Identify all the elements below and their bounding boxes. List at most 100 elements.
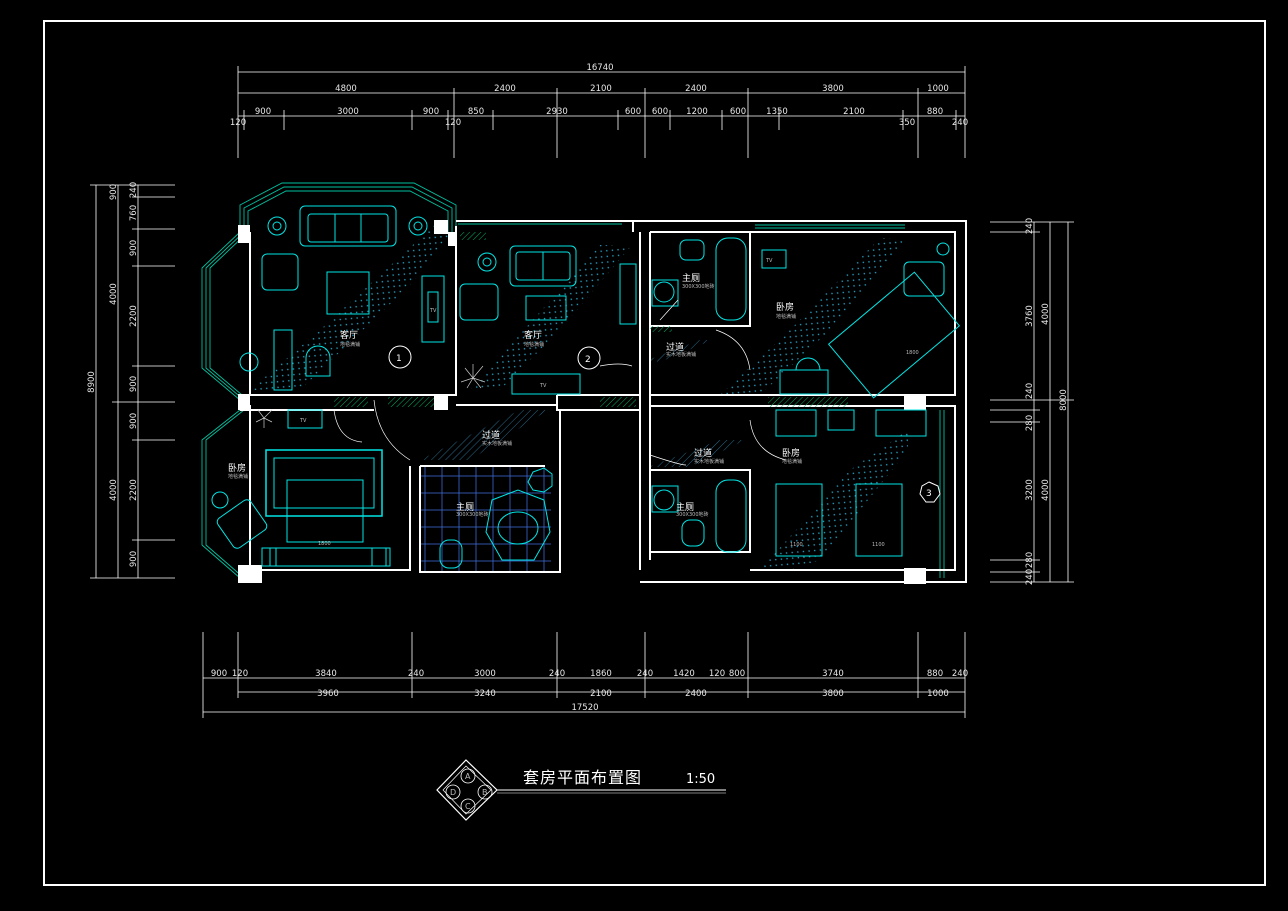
svg-text:3800: 3800 <box>822 689 844 699</box>
wall-blocks <box>238 220 926 584</box>
svg-text:240: 240 <box>1025 218 1035 234</box>
bed-size-2: 1800 <box>906 350 919 356</box>
room-bedroom-main-label: 卧房 <box>776 301 794 313</box>
svg-text:2930: 2930 <box>546 107 568 117</box>
svg-text:880: 880 <box>927 107 943 117</box>
svg-text:2200: 2200 <box>129 305 139 327</box>
drawing-scale: 1:50 <box>686 772 715 787</box>
svg-text:900: 900 <box>423 107 439 117</box>
dim-bottom-row1: 900 120 3840 240 3000 240 1860 240 1420 … <box>211 669 968 679</box>
tv-label-1: TV <box>429 308 437 314</box>
floor-finishes <box>250 220 908 572</box>
room-living1-label: 客厅 <box>340 329 358 341</box>
svg-text:4000: 4000 <box>1041 303 1051 325</box>
room-corridor1-label: 过道 <box>666 341 684 353</box>
small-labels: TV TV TV TV 1800 1800 1100 1100 1 2 3 <box>299 258 932 548</box>
svg-text:900: 900 <box>129 376 139 392</box>
svg-text:2100: 2100 <box>843 107 865 117</box>
svg-text:2100: 2100 <box>590 689 612 699</box>
title-block: A B C D 套房平面布置图 1:50 <box>436 759 726 821</box>
top-dimensions <box>237 66 966 158</box>
svg-text:240: 240 <box>952 118 968 128</box>
svg-text:1000: 1000 <box>927 84 949 94</box>
svg-text:600: 600 <box>625 107 641 117</box>
room-living2-label: 客厅 <box>524 329 542 341</box>
svg-text:实木地板满铺: 实木地板满铺 <box>666 351 696 358</box>
room-labels: 客厅 地毯满铺 客厅 地毯满铺 主厕 300X300地砖 过道 实木地板满铺 卧… <box>228 272 802 518</box>
svg-text:3200: 3200 <box>1025 479 1035 501</box>
tv-label-3: TV <box>765 258 773 264</box>
svg-text:1860: 1860 <box>590 669 612 679</box>
svg-text:3960: 3960 <box>317 689 339 699</box>
svg-text:4000: 4000 <box>109 479 119 501</box>
svg-text:3000: 3000 <box>474 669 496 679</box>
svg-text:1000: 1000 <box>927 689 949 699</box>
dim-top-row1: 4800 2400 2100 2400 3800 1000 <box>335 84 949 94</box>
wall-green-hatch <box>334 232 848 407</box>
svg-text:2200: 2200 <box>129 479 139 501</box>
svg-text:3000: 3000 <box>337 107 359 117</box>
svg-text:300X300地砖: 300X300地砖 <box>676 511 709 518</box>
bed-size-1: 1800 <box>318 541 331 547</box>
svg-text:900: 900 <box>109 184 119 200</box>
bed-size-3: 1100 <box>790 542 803 548</box>
room-bedroom-right-label: 卧房 <box>782 447 800 459</box>
room-bath-lower-label: 主厕 <box>456 501 474 513</box>
svg-text:地毯满铺: 地毯满铺 <box>782 458 802 465</box>
svg-text:240: 240 <box>637 669 653 679</box>
room-bedroom-left-label: 卧房 <box>228 462 246 474</box>
dim-left-total: 8900 <box>87 371 97 393</box>
room-master-bath-label: 主厕 <box>682 272 700 284</box>
right-dimensions <box>990 221 1074 583</box>
dim-top-total: 16740 <box>586 63 613 73</box>
svg-text:240: 240 <box>549 669 565 679</box>
bed-size-4: 1100 <box>872 542 885 548</box>
svg-text:240: 240 <box>952 669 968 679</box>
svg-text:4800: 4800 <box>335 84 357 94</box>
drawing-title: 套房平面布置图 <box>523 768 642 787</box>
svg-text:900: 900 <box>211 669 227 679</box>
sheet-border <box>43 20 1266 886</box>
svg-text:300X300地砖: 300X300地砖 <box>682 283 715 290</box>
svg-text:实木地板满铺: 实木地板满铺 <box>694 458 724 465</box>
svg-text:880: 880 <box>927 669 943 679</box>
svg-text:1350: 1350 <box>766 107 788 117</box>
svg-text:实木地板满铺: 实木地板满铺 <box>482 440 512 447</box>
dim-right-total: 8000 <box>1059 389 1069 411</box>
room-marker-1: 1 <box>396 354 402 364</box>
svg-text:300X300地砖: 300X300地砖 <box>456 511 489 518</box>
svg-text:2400: 2400 <box>685 689 707 699</box>
room-marker-2: 2 <box>585 355 591 365</box>
left-dimensions <box>90 184 175 579</box>
svg-text:地毯满铺: 地毯满铺 <box>776 313 796 320</box>
svg-text:地毯满铺: 地毯满铺 <box>228 473 248 480</box>
svg-text:900: 900 <box>129 240 139 256</box>
svg-text:地毯满铺: 地毯满铺 <box>340 341 360 348</box>
svg-text:600: 600 <box>730 107 746 117</box>
svg-text:900: 900 <box>129 551 139 567</box>
dim-bottom-total: 17520 <box>571 703 598 713</box>
compass-d: D <box>450 788 456 797</box>
svg-text:280: 280 <box>1025 415 1035 431</box>
svg-text:120: 120 <box>709 669 725 679</box>
dim-left-inner: 240 760 900 900 2200 900 900 2200 900 <box>109 182 139 567</box>
svg-text:3840: 3840 <box>315 669 337 679</box>
compass-b: B <box>482 788 488 797</box>
svg-text:350: 350 <box>899 118 915 128</box>
dim-left-mid: 4000 4000 <box>109 283 119 501</box>
svg-text:地毯满铺: 地毯满铺 <box>524 341 544 348</box>
svg-text:240: 240 <box>408 669 424 679</box>
dim-right-mid: 4000 4000 <box>1041 303 1051 501</box>
doors <box>333 299 787 466</box>
svg-text:1200: 1200 <box>686 107 708 117</box>
svg-text:240: 240 <box>129 182 139 198</box>
svg-text:760: 760 <box>129 205 139 221</box>
compass-c: C <box>465 802 471 811</box>
svg-text:3760: 3760 <box>1025 305 1035 327</box>
tv-label-4: TV <box>299 418 307 424</box>
svg-text:120: 120 <box>445 118 461 128</box>
room-corridor3-label: 过道 <box>694 447 712 459</box>
svg-text:900: 900 <box>255 107 271 117</box>
